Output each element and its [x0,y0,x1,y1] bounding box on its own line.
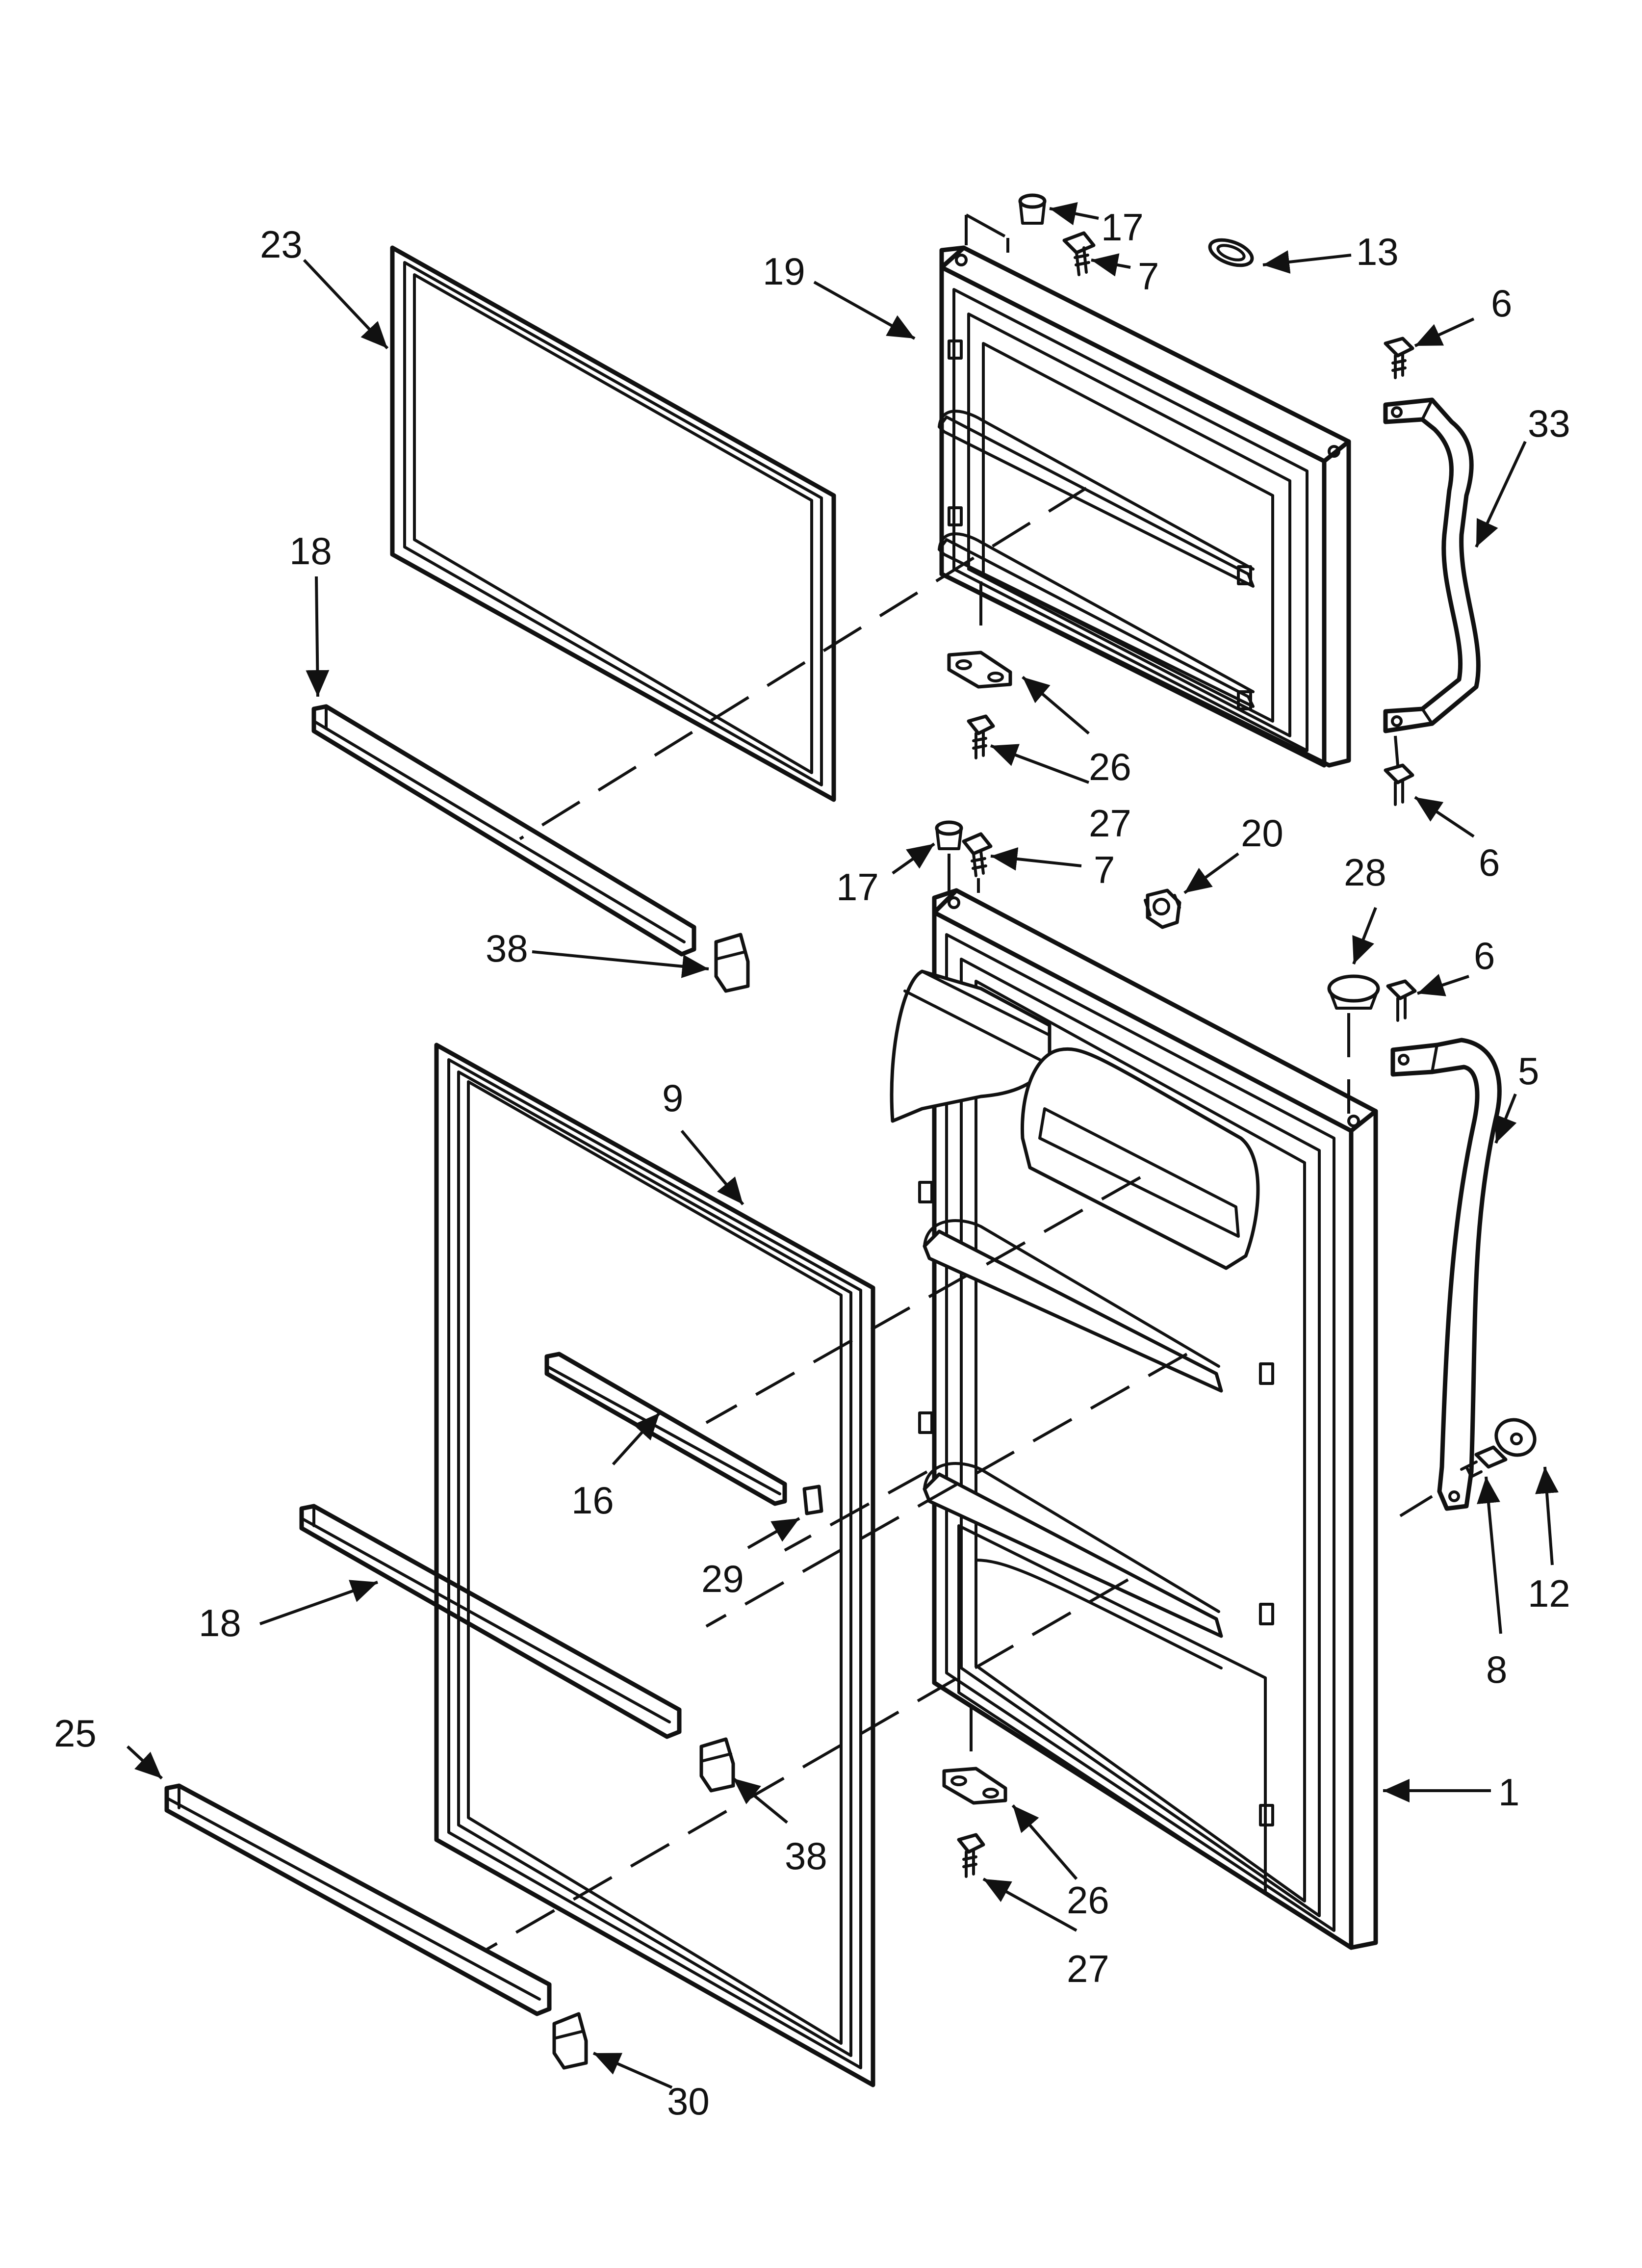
callout-23: 23 [260,223,303,266]
callout-38-lower: 38 [785,1834,827,1877]
callout-18-upper: 18 [289,529,332,573]
callout-labels: 23 19 17 7 13 6 33 18 26 27 20 6 17 7 28… [54,206,1570,2123]
callout-19: 19 [763,250,805,293]
hinge-bracket-lower [942,1767,1007,1805]
callout-7-middle: 7 [1094,848,1115,891]
door-trim-upper [311,704,696,957]
refrigerator-handle [1390,1038,1502,1511]
callout-6-middle: 6 [1479,841,1500,884]
callout-27-upper: 27 [1089,802,1131,845]
callout-9: 9 [662,1076,683,1120]
door-stop [1144,888,1181,929]
callout-7-upper: 7 [1138,255,1159,298]
callout-13: 13 [1356,230,1399,273]
hinge-pin-top [1018,193,1047,225]
door-trim-middle [544,1352,787,1506]
callout-8: 8 [1486,1648,1507,1691]
freezer-handle [1383,397,1481,733]
callout-5: 5 [1518,1049,1539,1093]
handle-screw-2 [1384,763,1414,806]
cover-plate [1494,1418,1537,1457]
callout-26-upper: 26 [1089,745,1131,788]
callout-18-lower: 18 [199,1601,241,1644]
callout-26-lower: 26 [1067,1878,1109,1922]
trim-clip-lower [699,1737,735,1793]
callout-28: 28 [1344,851,1386,894]
callout-1: 1 [1498,1771,1519,1814]
freezer-door [938,245,1351,768]
callout-33: 33 [1528,402,1570,445]
callout-6-top: 6 [1491,282,1512,325]
callout-30: 30 [667,2080,710,2123]
freezer-door-gasket [390,245,836,802]
hinge-screw-lower [957,1833,985,1878]
callout-16: 16 [571,1479,614,1522]
callout-17-upper: 17 [1101,206,1144,249]
door-trim-lower [299,1504,682,1739]
screw-top [1062,231,1096,276]
screw-middle [962,832,993,877]
door-trim-bottom [164,1783,552,2016]
refrigerator-door [890,888,1378,1950]
stud-screw [1460,1445,1508,1478]
callout-12: 12 [1528,1572,1570,1615]
handle-screw-1 [1384,337,1414,379]
trim-clip-upper [714,933,750,993]
trim-end-cap [802,1485,823,1515]
callout-25: 25 [54,1712,97,1755]
callout-38-upper: 38 [486,927,528,970]
callout-20: 20 [1241,811,1283,855]
callout-6-lower: 6 [1474,934,1495,977]
assembly-lines [485,213,1433,1952]
callout-29: 29 [701,1557,744,1600]
handle-screw-3 [1386,979,1417,1022]
refrigerator-door-gasket [434,1043,875,2087]
hole-plug [1327,974,1380,1010]
hinge-screw-upper [967,714,995,759]
callout-17-middle: 17 [836,865,879,909]
callout-27-lower: 27 [1067,1947,1109,1990]
trim-end-clip-bottom [552,2012,588,2070]
hinge-bracket-upper [947,651,1012,689]
gasket-plug [1208,238,1254,267]
leader-arrows [126,202,1559,2089]
hinge-pin-middle [935,820,963,850]
